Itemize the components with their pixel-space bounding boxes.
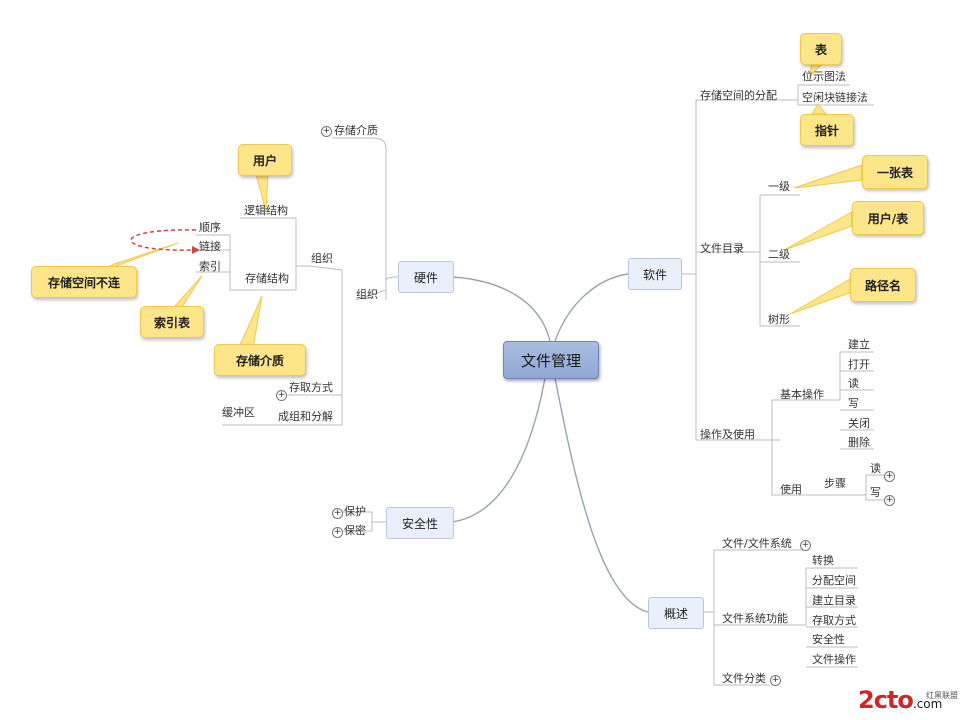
callout-table: 表 (800, 33, 842, 65)
node-read[interactable]: 读 (848, 377, 859, 390)
node-storage-media[interactable]: 存储介质 (334, 124, 378, 137)
node-allocate-space[interactable]: 分配空间 (812, 574, 856, 587)
node-org[interactable]: 组织 (356, 288, 378, 301)
node-make-directory[interactable]: 建立目录 (812, 594, 856, 607)
node-open[interactable]: 打开 (848, 358, 870, 371)
node-delete[interactable]: 删除 (848, 436, 870, 449)
watermark-text: 红黑联盟 (926, 691, 958, 700)
callout-user-table: 用户/表 (852, 201, 924, 235)
callout-pointer: 指针 (800, 114, 854, 146)
expand-icon[interactable]: + (770, 675, 781, 686)
node-fs-functions[interactable]: 文件系统功能 (722, 612, 788, 625)
node-access-method[interactable]: 存取方式 (289, 381, 333, 394)
node-security[interactable]: 安全性 (386, 507, 454, 539)
node-org-sub[interactable]: 组织 (311, 252, 333, 265)
node-file-system[interactable]: 文件/文件系统 (722, 537, 792, 550)
node-confidential[interactable]: 保密 (344, 524, 366, 537)
expand-icon[interactable]: + (800, 540, 811, 551)
callout-index-table: 索引表 (140, 306, 204, 338)
node-logical-structure[interactable]: 逻辑结构 (244, 204, 288, 217)
expand-icon[interactable]: + (884, 495, 895, 506)
expand-icon[interactable]: + (321, 126, 332, 137)
node-tree[interactable]: 树形 (768, 313, 790, 326)
watermark-brand: 2cto (858, 686, 914, 714)
node-free-list[interactable]: 空闲块链接法 (802, 91, 868, 104)
expand-icon[interactable]: + (276, 390, 287, 401)
node-space-allocation[interactable]: 存储空间的分配 (700, 89, 777, 102)
callout-noncontiguous: 存储空间不连 (31, 266, 137, 298)
node-indexed[interactable]: 索引 (199, 260, 221, 273)
node-file-classify[interactable]: 文件分类 (722, 672, 766, 685)
node-software[interactable]: 软件 (628, 258, 682, 290)
watermark-domain: .com (912, 697, 943, 711)
callout-storage-media: 存储介质 (214, 344, 306, 376)
node-overview[interactable]: 概述 (648, 597, 704, 629)
node-steps[interactable]: 步骤 (824, 477, 846, 490)
node-file-directory[interactable]: 文件目录 (700, 242, 744, 255)
node-write[interactable]: 写 (848, 397, 859, 410)
node-access-method-2[interactable]: 存取方式 (812, 614, 856, 627)
node-step-write[interactable]: 写 (870, 486, 881, 499)
callout-one-table: 一张表 (862, 155, 928, 189)
root-node[interactable]: 文件管理 (503, 341, 599, 379)
node-linked[interactable]: 链接 (199, 240, 221, 253)
node-step-read[interactable]: 读 (870, 462, 881, 475)
node-basic-ops[interactable]: 基本操作 (780, 388, 824, 401)
expand-icon[interactable]: + (884, 471, 895, 482)
node-ops-and-use[interactable]: 操作及使用 (700, 428, 755, 441)
node-use[interactable]: 使用 (780, 483, 802, 496)
expand-icon[interactable]: + (332, 508, 343, 519)
expand-icon[interactable]: + (332, 527, 343, 538)
node-security-2[interactable]: 安全性 (812, 633, 845, 646)
node-convert[interactable]: 转换 (812, 554, 834, 567)
watermark-logo: 2cto.com (858, 686, 942, 714)
node-storage-structure[interactable]: 存储结构 (245, 272, 289, 285)
node-close[interactable]: 关闭 (848, 417, 870, 430)
node-hardware[interactable]: 硬件 (398, 261, 454, 293)
node-two-level[interactable]: 二级 (768, 248, 790, 261)
callout-user: 用户 (238, 144, 292, 176)
node-create[interactable]: 建立 (848, 338, 870, 351)
node-buffer[interactable]: 缓冲区 (222, 406, 255, 419)
callout-path-name: 路径名 (850, 268, 916, 302)
node-file-ops[interactable]: 文件操作 (812, 653, 856, 666)
node-single-level[interactable]: 一级 (768, 180, 790, 193)
node-grouping[interactable]: 成组和分解 (278, 410, 333, 423)
node-sequential[interactable]: 顺序 (199, 221, 221, 234)
node-protect[interactable]: 保护 (344, 505, 366, 518)
node-bitmap[interactable]: 位示图法 (802, 70, 846, 83)
